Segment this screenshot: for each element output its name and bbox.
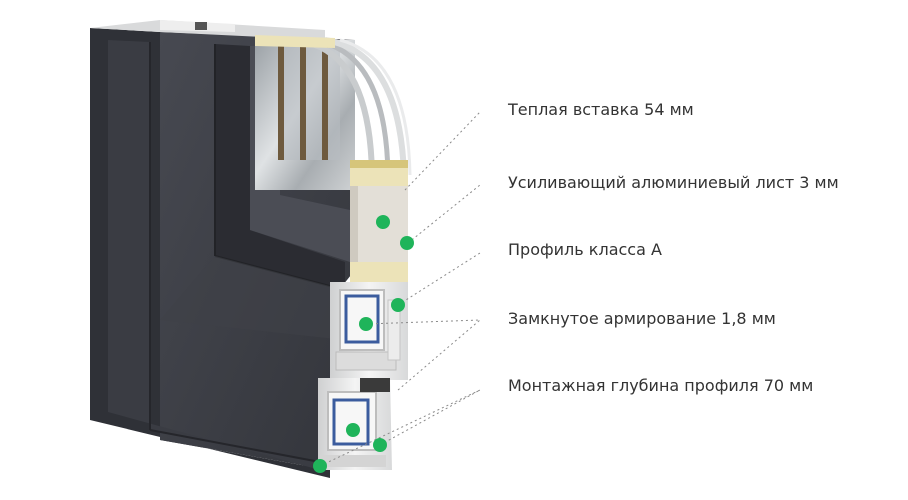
marker-mounting-depth-left (313, 459, 327, 473)
callout-mounting-depth: Монтажная глубина профиля 70 мм (508, 376, 814, 395)
markers (313, 215, 414, 473)
callout-closed-reinforcement: Замкнутое армирование 1,8 мм (508, 309, 776, 328)
callout-warm-insert: Теплая вставка 54 мм (508, 100, 694, 119)
callout-profile-class: Профиль класса А (508, 240, 662, 259)
sash-profile (330, 282, 408, 380)
leader-lines (319, 111, 481, 467)
foam-block (350, 186, 408, 282)
marker-aluminum-sheet (400, 236, 414, 250)
top-pvc-edge (90, 20, 325, 40)
marker-profile-class (391, 298, 405, 312)
marker-mounting-depth-right (373, 438, 387, 452)
glass-unit (255, 35, 412, 190)
marker-aluminum-sheet-center (376, 215, 390, 229)
marker-reinforcement-frame (346, 423, 360, 437)
callout-aluminum-sheet: Усиливающий алюминиевый лист 3 мм (508, 173, 839, 192)
marker-reinforcement-sash (359, 317, 373, 331)
